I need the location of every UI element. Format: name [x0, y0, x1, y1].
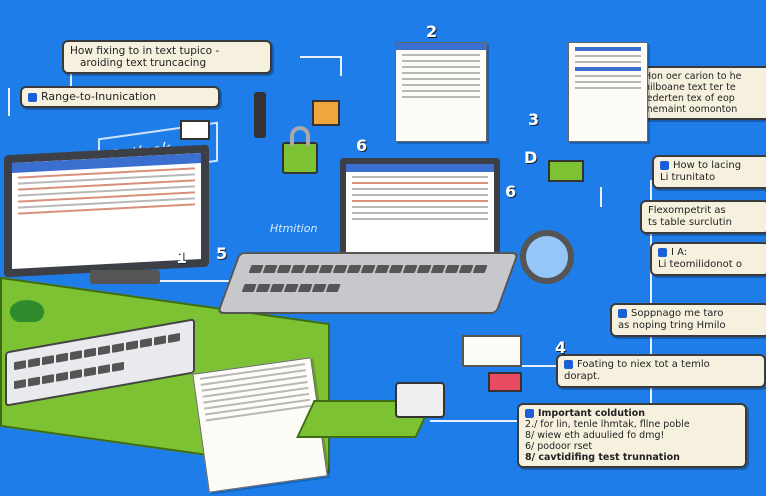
connector: [300, 56, 340, 58]
calculator-icon: [395, 382, 445, 418]
sopping-note: Soppnago me taro as noping tring Hmilo: [610, 303, 766, 337]
plant-icon: [10, 300, 44, 322]
floating-note: Foating to niex tot a temlo dorapt.: [556, 354, 766, 388]
solution-item: 8/ wiew eth aduulied fo dmg!: [525, 430, 665, 441]
package-icon: [312, 100, 340, 126]
info-note-line: iederten tex of eop: [644, 93, 735, 104]
monitor-stand: [90, 270, 160, 284]
connector: [600, 187, 602, 207]
document-window: [395, 42, 487, 142]
lock-icon: [282, 142, 318, 174]
solution-item: 2./ for lin, tenle lhmtak, fllne poble: [525, 419, 690, 430]
ia-note-line: Li teomilidonot o: [658, 259, 742, 270]
step-number: 4: [555, 338, 567, 357]
bullet-icon: [618, 308, 627, 318]
ia-note-line: I A:: [671, 247, 688, 258]
flex-note-line: Flexompetrit as: [648, 205, 726, 216]
how-note-line: Li trunitato: [660, 172, 716, 183]
red-envelope-icon: [488, 372, 522, 392]
connector: [650, 180, 652, 410]
floating-note-line: dorapt.: [564, 371, 601, 382]
sopping-note-line: Soppnago me taro: [631, 308, 724, 319]
info-note-line: inemaint oomonton: [644, 104, 738, 115]
flex-note: Flexompetrit as ts table surclutin: [640, 200, 766, 234]
ia-note: I A: Li teomilidonot o: [650, 242, 766, 276]
file-stack-icon: [462, 335, 522, 367]
how-note: How to lacing Li trunitato: [652, 155, 766, 189]
bullet-icon: [660, 160, 669, 170]
lock-shackle: [290, 126, 310, 146]
step-number: 5: [216, 244, 228, 263]
flex-note-line: ts table surclutin: [648, 217, 732, 228]
title-note: How fixing to in text tupico - aroiding …: [62, 40, 272, 74]
range-note: Range-to-Inunication: [20, 86, 220, 108]
title-note-line: How fixing to in text tupico -: [70, 45, 220, 57]
solution-note: Important coldution 2./ for lin, tenle l…: [517, 403, 747, 468]
laptop-keyboard: [216, 252, 520, 314]
html-label: Htmition: [270, 222, 318, 235]
pen-icon: [254, 92, 266, 138]
solution-item: 6/ podoor rset: [525, 441, 593, 452]
step-number: 6: [505, 182, 517, 201]
solution-item: 8/ cavtidifing test trunnation: [525, 452, 680, 463]
laptop-screen: [340, 158, 500, 270]
connector: [70, 70, 72, 92]
how-note-line: How to lacing: [673, 160, 742, 171]
floating-note-line: Foating to niex tot a temlo: [577, 359, 710, 370]
info-note: Hon oer carion to he hilboane text ter t…: [636, 66, 766, 120]
magnifier-icon: [520, 230, 574, 284]
info-note-line: Hon oer carion to he: [644, 71, 742, 82]
connector: [430, 420, 520, 422]
range-note-text: Range-to-Inunication: [41, 90, 157, 103]
sopping-note-line: as noping tring Hmilo: [618, 320, 726, 331]
connector: [8, 88, 10, 116]
step-number: 3: [528, 110, 540, 129]
step-number: 6: [356, 136, 368, 155]
bullet-icon: [658, 247, 667, 257]
step-number: 2: [426, 22, 438, 41]
connector: [340, 56, 342, 76]
bullet-icon: [525, 409, 534, 418]
solution-title: Important coldution: [538, 408, 646, 419]
report-document: [568, 42, 648, 142]
bullet-icon: [564, 359, 573, 369]
connector: [520, 365, 570, 367]
green-box-icon: [548, 160, 584, 182]
envelope-icon: [180, 120, 210, 140]
info-note-line: hilboane text ter te: [644, 82, 736, 93]
title-note-line: aroiding text truncacing: [80, 57, 207, 69]
step-number: 1: [176, 248, 188, 267]
step-number: D: [524, 148, 538, 167]
bullet-icon: [28, 92, 37, 102]
